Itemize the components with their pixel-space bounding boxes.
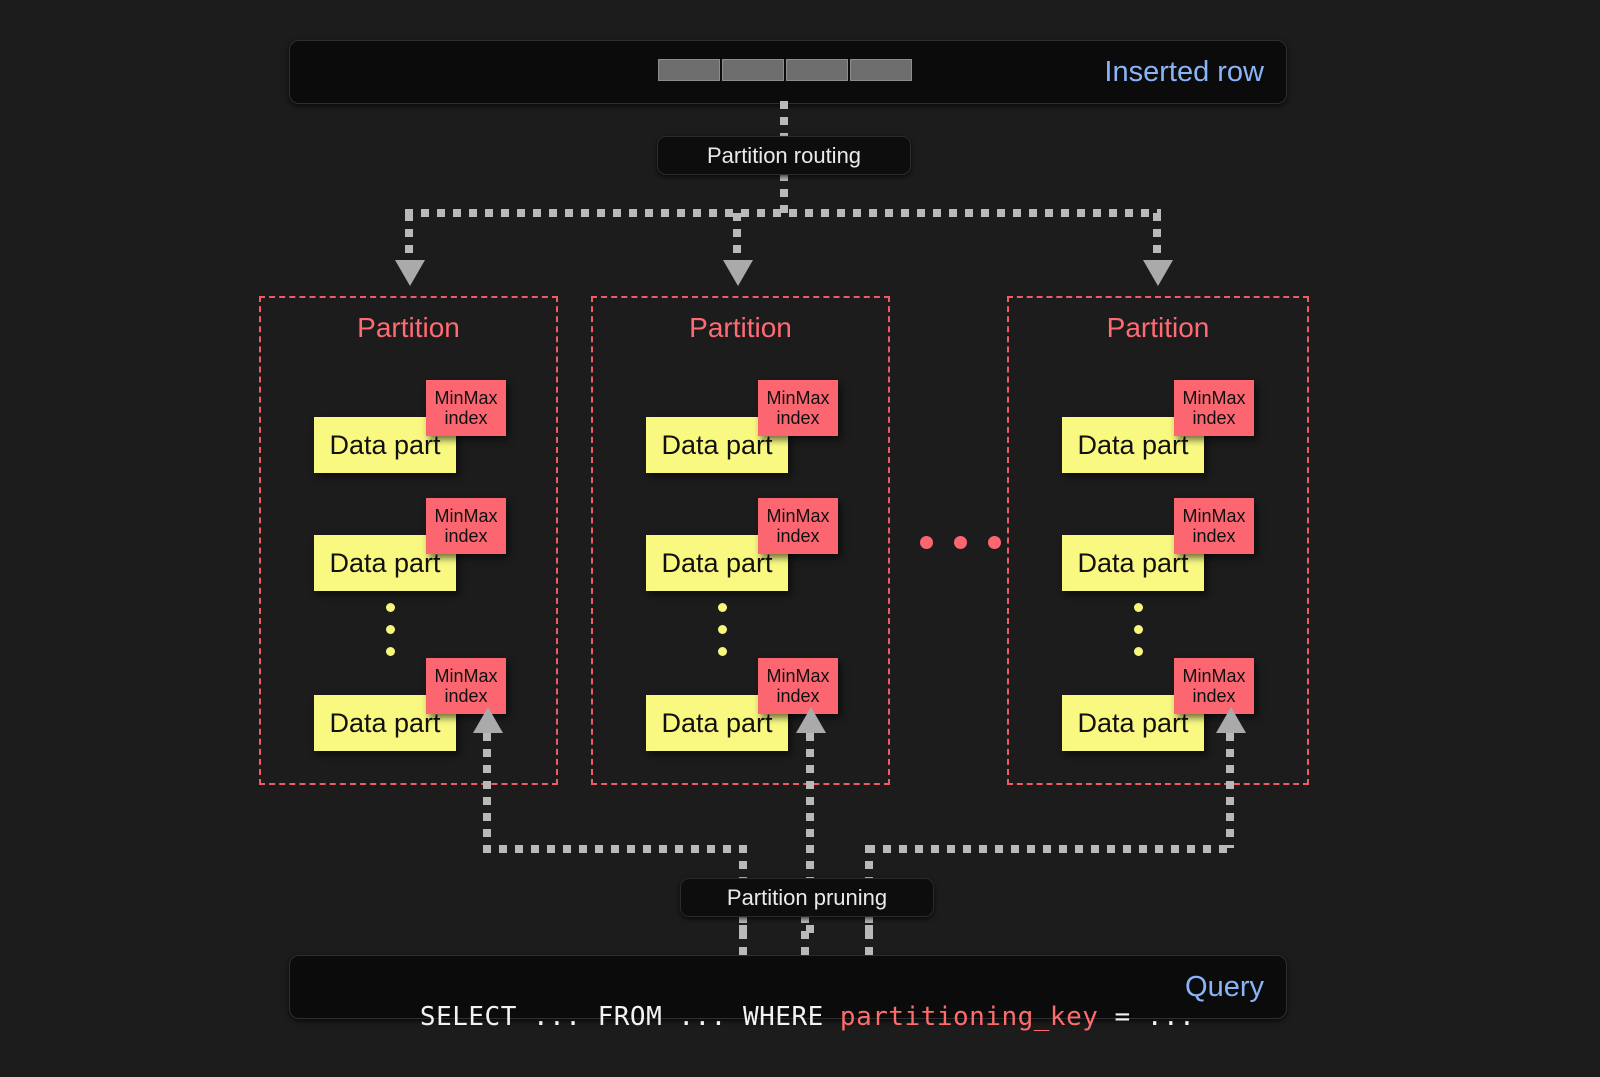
ellipsis-dot [1133, 647, 1143, 656]
partition-title: Partition [1106, 312, 1210, 343]
connector-up-partition-1 [483, 733, 491, 848]
partition-title: Partition [357, 312, 460, 343]
data-part-box: Data part [646, 695, 788, 751]
ellipsis-dot [385, 603, 395, 612]
arrow-down-partition-1 [395, 260, 425, 286]
row-cell [850, 59, 912, 81]
partition-ellipsis [920, 536, 1001, 549]
connector-return-bus-left [483, 845, 746, 853]
arrow-down-partition-3 [1143, 260, 1173, 286]
data-part-box: Data part [314, 535, 456, 591]
row-cell [722, 59, 784, 81]
connector-prune-to-query-1 [739, 915, 747, 957]
connector-return-bus-right [867, 845, 1234, 853]
connector-drop-partition-1 [405, 213, 413, 263]
inserted-row-cells [658, 59, 912, 81]
connector-up-partition-3 [1226, 733, 1234, 848]
inserted-row-panel: Inserted row [289, 40, 1287, 104]
partition-pruning-box: Partition pruning [680, 878, 934, 917]
ellipsis-dot [717, 603, 727, 612]
arrow-up-partition-1 [473, 707, 503, 733]
partition-routing-box: Partition routing [657, 136, 911, 175]
query-panel: SELECT ... FROM ... WHERE partitioning_k… [289, 955, 1287, 1032]
arrow-up-partition-3 [1216, 707, 1246, 733]
data-part-ellipsis [384, 603, 396, 669]
sql-query-text: SELECT ... FROM ... WHERE partitioning_k… [323, 972, 1195, 1062]
connector-drop-partition-2 [733, 213, 741, 263]
connector-routing-bus [405, 209, 1161, 217]
connector-prune-to-query-2 [801, 915, 809, 957]
ellipsis-dot [954, 536, 967, 549]
arrow-up-partition-2 [796, 707, 826, 733]
connector-row-to-routing [780, 101, 788, 137]
arrow-down-partition-2 [723, 260, 753, 286]
ellipsis-dot [1133, 603, 1143, 612]
ellipsis-dot [1133, 625, 1143, 634]
row-cell [786, 59, 848, 81]
ellipsis-dot [385, 625, 395, 634]
ellipsis-dot [988, 536, 1001, 549]
ellipsis-dot [717, 625, 727, 634]
sql-suffix: = ... [1098, 1002, 1196, 1032]
connector-prune-to-query-3 [865, 915, 873, 957]
data-part-box: Data part [1062, 535, 1204, 591]
sql-keyword: partitioning_key [839, 1002, 1099, 1032]
sql-prefix: SELECT ... FROM ... WHERE [419, 1002, 840, 1032]
query-label: Query [1185, 971, 1264, 1003]
partition-title: Partition [689, 312, 792, 343]
connector-up-partition-2 [806, 733, 814, 938]
data-part-ellipsis [1132, 603, 1144, 669]
data-part-ellipsis [716, 603, 728, 669]
ellipsis-dot [385, 647, 395, 656]
data-part-box: Data part [314, 695, 456, 751]
ellipsis-dot [920, 536, 933, 549]
ellipsis-dot [717, 647, 727, 656]
connector-routing-trunk [780, 173, 788, 213]
inserted-row-label: Inserted row [1104, 56, 1264, 88]
row-cell [658, 59, 720, 81]
connector-drop-partition-3 [1153, 213, 1161, 263]
data-part-box: Data part [1062, 695, 1204, 751]
